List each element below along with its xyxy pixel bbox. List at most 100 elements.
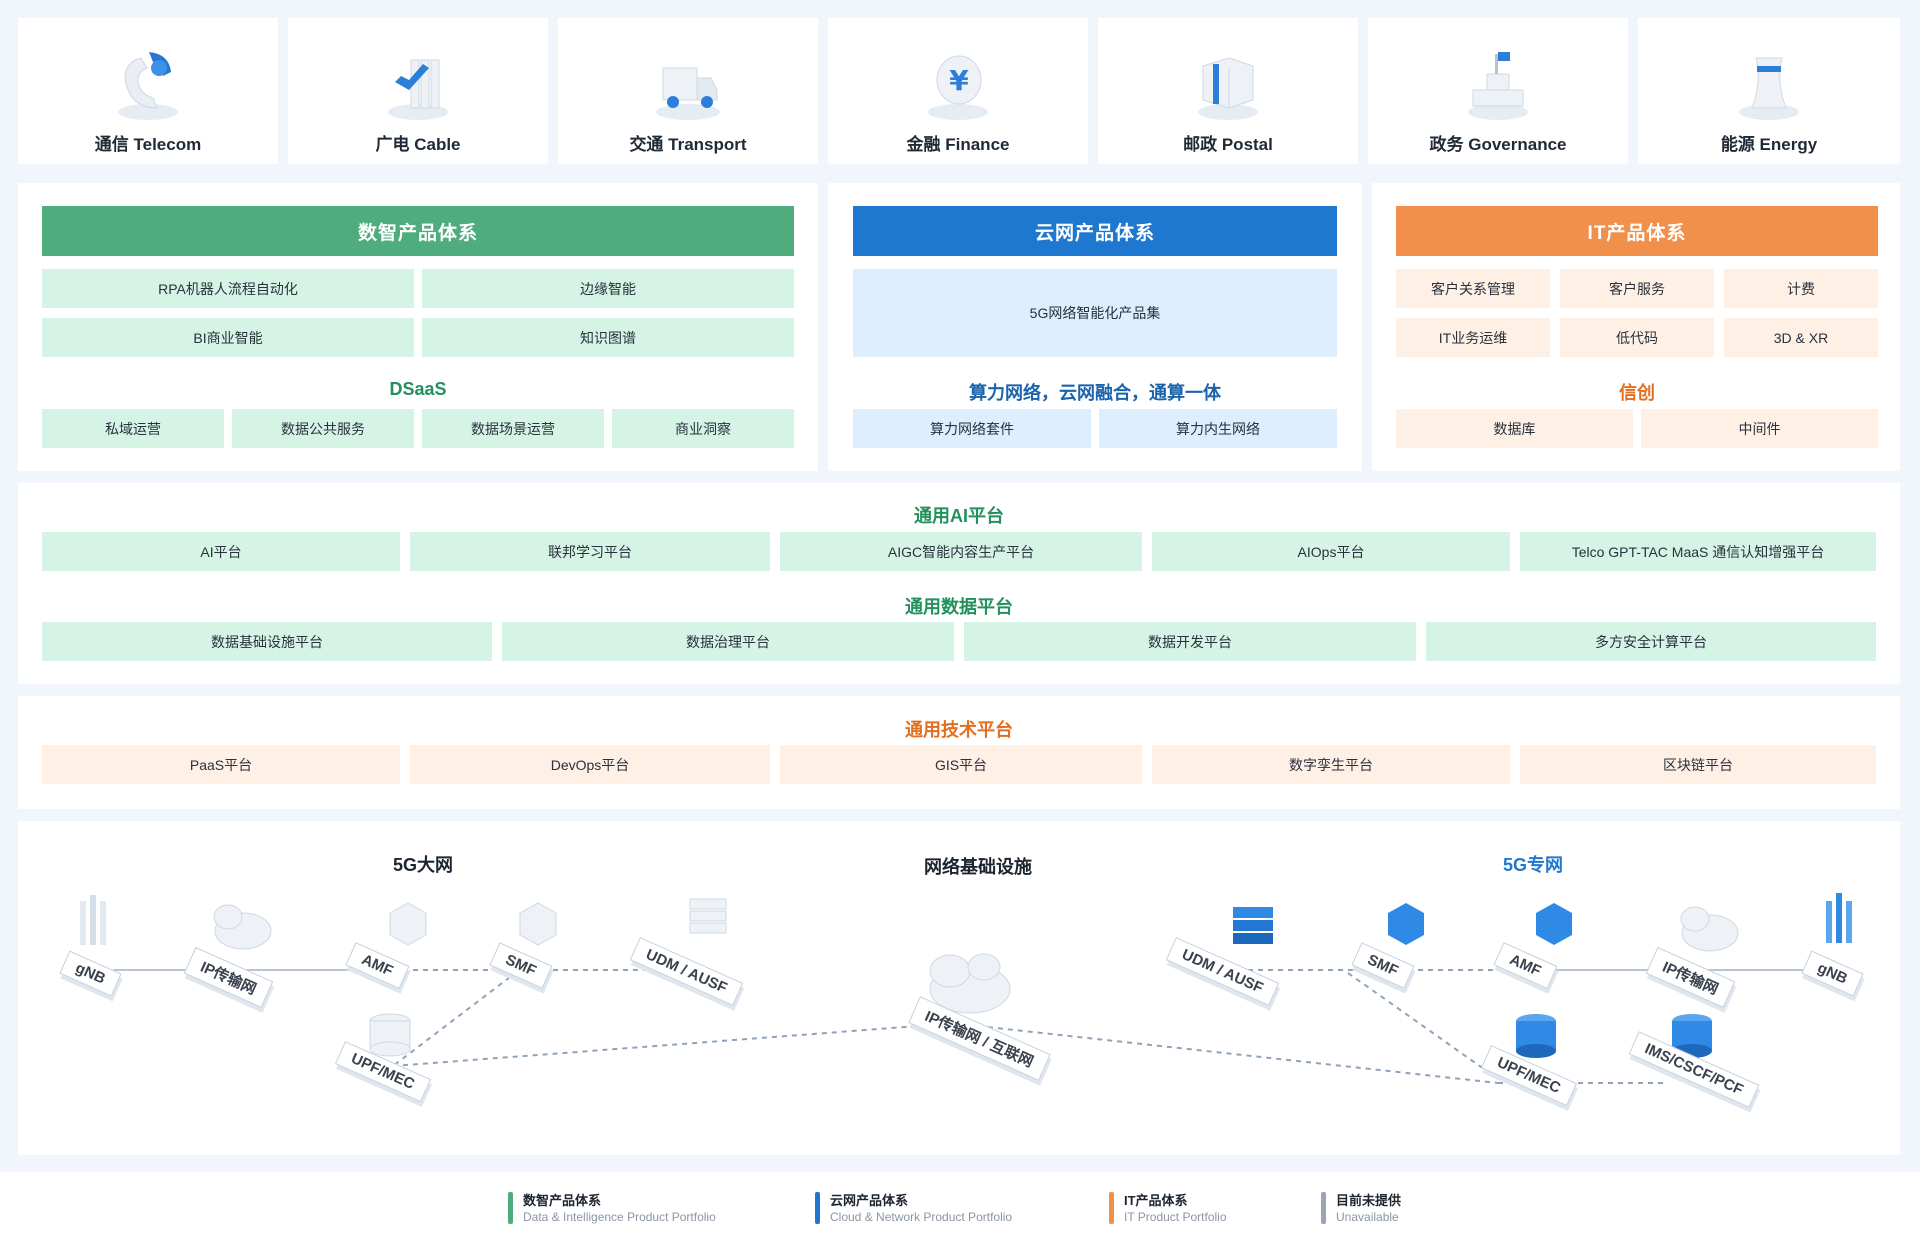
legend-sublabel: IT Product Portfolio (1124, 1210, 1227, 1224)
product-crm[interactable]: 客户关系管理 (1396, 269, 1550, 308)
industry-card-governance[interactable]: 政务 Governance (1368, 18, 1628, 164)
link-upf-internet-left (392, 1025, 919, 1067)
platform-aiops[interactable]: AIOps平台 (1152, 532, 1510, 571)
industry-label: 邮政 Postal (1183, 135, 1273, 154)
dsaas-subtitle: DSaaS (389, 379, 447, 399)
ai-data-platform-panel: 通用AI平台 AI平台 联邦学习平台 AIGC智能内容生产平台 AIOps平台 … (18, 483, 1900, 684)
product-3d-xr[interactable]: 3D & XR (1724, 318, 1878, 357)
platform-telco-gpt[interactable]: Telco GPT-TAC MaaS 通信认知增强平台 (1520, 532, 1876, 571)
private-5g-title: 5G专网 (1502, 855, 1563, 875)
product-data-scene-ops[interactable]: 数据场景运营 (422, 409, 604, 448)
legend-label: 目前未提供 (1336, 1193, 1402, 1208)
industry-label: 政务 Governance (1429, 135, 1567, 154)
telephone-icon (118, 52, 178, 120)
link-internet-upf-right (977, 1025, 1499, 1084)
platform-devops[interactable]: DevOps平台 (410, 745, 770, 784)
legend-item-unavailable: 目前未提供 Unavailable (1321, 1192, 1401, 1226)
legend-item-it: IT产品体系 IT Product Portfolio (1109, 1192, 1227, 1226)
legend-bar: 数智产品体系 Data & Intelligence Product Portf… (0, 1172, 1920, 1245)
product-computing-native-network[interactable]: 算力内生网络 (1099, 409, 1337, 448)
industry-card-finance[interactable]: ¥ 金融 Finance (828, 18, 1088, 164)
product-low-code[interactable]: 低代码 (1560, 318, 1714, 357)
product-database[interactable]: 数据库 (1396, 409, 1633, 448)
legend-swatch (815, 1192, 820, 1224)
platform-paas[interactable]: PaaS平台 (42, 745, 400, 784)
platform-secure-computation[interactable]: 多方安全计算平台 (1426, 622, 1876, 661)
network-panel: 5G大网 网络基础设施 5G专网 (18, 821, 1900, 1155)
legend-sublabel: Cloud & Network Product Portfolio (830, 1210, 1013, 1224)
legend-swatch (1109, 1192, 1114, 1224)
platform-federated-learning[interactable]: 联邦学习平台 (410, 532, 770, 571)
product-rpa[interactable]: RPA机器人流程自动化 (42, 269, 414, 308)
legend-swatch (1321, 1192, 1326, 1224)
it-portfolio-panel: IT产品体系 客户关系管理 客户服务 计费 IT业务运维 低代码 3D & XR… (1372, 183, 1900, 471)
platform-data-infrastructure[interactable]: 数据基础设施平台 (42, 622, 492, 661)
legend-item-digital: 数智产品体系 Data & Intelligence Product Portf… (508, 1192, 716, 1226)
product-business-insight[interactable]: 商业洞察 (612, 409, 794, 448)
cloud-icon-right (1680, 906, 1739, 952)
internet-cloud-icon (929, 953, 1011, 1014)
product-customer-service[interactable]: 客户服务 (1560, 269, 1714, 308)
link-smf-upf-left (392, 970, 519, 1067)
legend-sublabel: Unavailable (1336, 1210, 1399, 1224)
product-5g-intelligence-suite[interactable]: 5G网络智能化产品集 (853, 269, 1337, 357)
platform-digital-twin[interactable]: 数字孪生平台 (1152, 745, 1510, 784)
parcel-icon (1198, 57, 1258, 120)
product-data-public-service[interactable]: 数据公共服务 (232, 409, 414, 448)
server-stack-blue-icon (1233, 907, 1273, 944)
tech-platform-panel: 通用技术平台 PaaS平台 DevOps平台 GIS平台 数字孪生平台 区块链平… (18, 696, 1900, 809)
antenna-blue-icon (1826, 893, 1852, 943)
product-it-ops[interactable]: IT业务运维 (1396, 318, 1550, 357)
data-platform-title: 通用数据平台 (905, 597, 1013, 617)
legend-item-cloud: 云网产品体系 Cloud & Network Product Portfolio (815, 1192, 1012, 1226)
network-topology (80, 893, 1852, 1084)
product-middleware[interactable]: 中间件 (1641, 409, 1878, 448)
industry-card-cable[interactable]: 广电 Cable (288, 18, 548, 164)
industry-card-energy[interactable]: 能源 Energy (1638, 18, 1900, 164)
product-bi[interactable]: BI商业智能 (42, 318, 414, 357)
cloud-icon (213, 904, 272, 950)
xinchuang-subtitle: 信创 (1619, 383, 1655, 403)
yuan-coin-icon: ¥ (928, 55, 988, 120)
industry-label: 金融 Finance (906, 135, 1010, 154)
industry-card-telecom[interactable]: 通信 Telecom (18, 18, 278, 164)
legend-label: 云网产品体系 (830, 1193, 909, 1208)
government-building-icon (1468, 52, 1528, 120)
digital-portfolio-panel: 数智产品体系 RPA机器人流程自动化 边缘智能 BI商业智能 知识图谱 DSaa… (18, 183, 818, 471)
server-cube-icon (389, 902, 557, 946)
product-private-ops[interactable]: 私域运营 (42, 409, 224, 448)
product-edge-intelligence[interactable]: 边缘智能 (422, 269, 794, 308)
industry-card-transport[interactable]: 交通 Transport (558, 18, 818, 164)
legend-label: IT产品体系 (1124, 1193, 1188, 1208)
database-icon (369, 1013, 411, 1057)
industry-label: 能源 Energy (1720, 135, 1818, 154)
tech-platform-title: 通用技术平台 (905, 720, 1013, 740)
product-knowledge-graph[interactable]: 知识图谱 (422, 318, 794, 357)
cooling-tower-icon (1739, 57, 1799, 120)
industry-label: 交通 Transport (629, 135, 747, 154)
network-infrastructure-title: 网络基础设施 (924, 857, 1032, 877)
platform-data-governance[interactable]: 数据治理平台 (502, 622, 954, 661)
industry-label: 通信 Telecom (94, 135, 202, 154)
legend-sublabel: Data & Intelligence Product Portfolio (523, 1210, 716, 1224)
platform-ai[interactable]: AI平台 (42, 532, 400, 571)
cloud-portfolio-title: 云网产品体系 (853, 206, 1337, 256)
cloud-portfolio-panel: 云网产品体系 5G网络智能化产品集 算力网络，云网融合，通算一体 算力网络套件 … (828, 183, 1362, 471)
truck-icon (656, 67, 720, 120)
server-cube-blue-icon (1388, 903, 1572, 945)
link-smf-upf-right (1347, 972, 1499, 1080)
platform-data-development[interactable]: 数据开发平台 (964, 622, 1416, 661)
cable-box-icon (388, 59, 448, 120)
server-stack-icon (689, 898, 727, 934)
public-5g-title: 5G大网 (392, 855, 453, 875)
legend-swatch (508, 1192, 513, 1224)
product-computing-network-kit[interactable]: 算力网络套件 (853, 409, 1091, 448)
antenna-icon (80, 895, 106, 945)
svg-text:¥: ¥ (949, 64, 969, 97)
it-portfolio-title: IT产品体系 (1396, 206, 1878, 256)
industry-card-postal[interactable]: 邮政 Postal (1098, 18, 1358, 164)
platform-aigc[interactable]: AIGC智能内容生产平台 (780, 532, 1142, 571)
platform-gis[interactable]: GIS平台 (780, 745, 1142, 784)
product-billing[interactable]: 计费 (1724, 269, 1878, 308)
platform-blockchain[interactable]: 区块链平台 (1520, 745, 1876, 784)
